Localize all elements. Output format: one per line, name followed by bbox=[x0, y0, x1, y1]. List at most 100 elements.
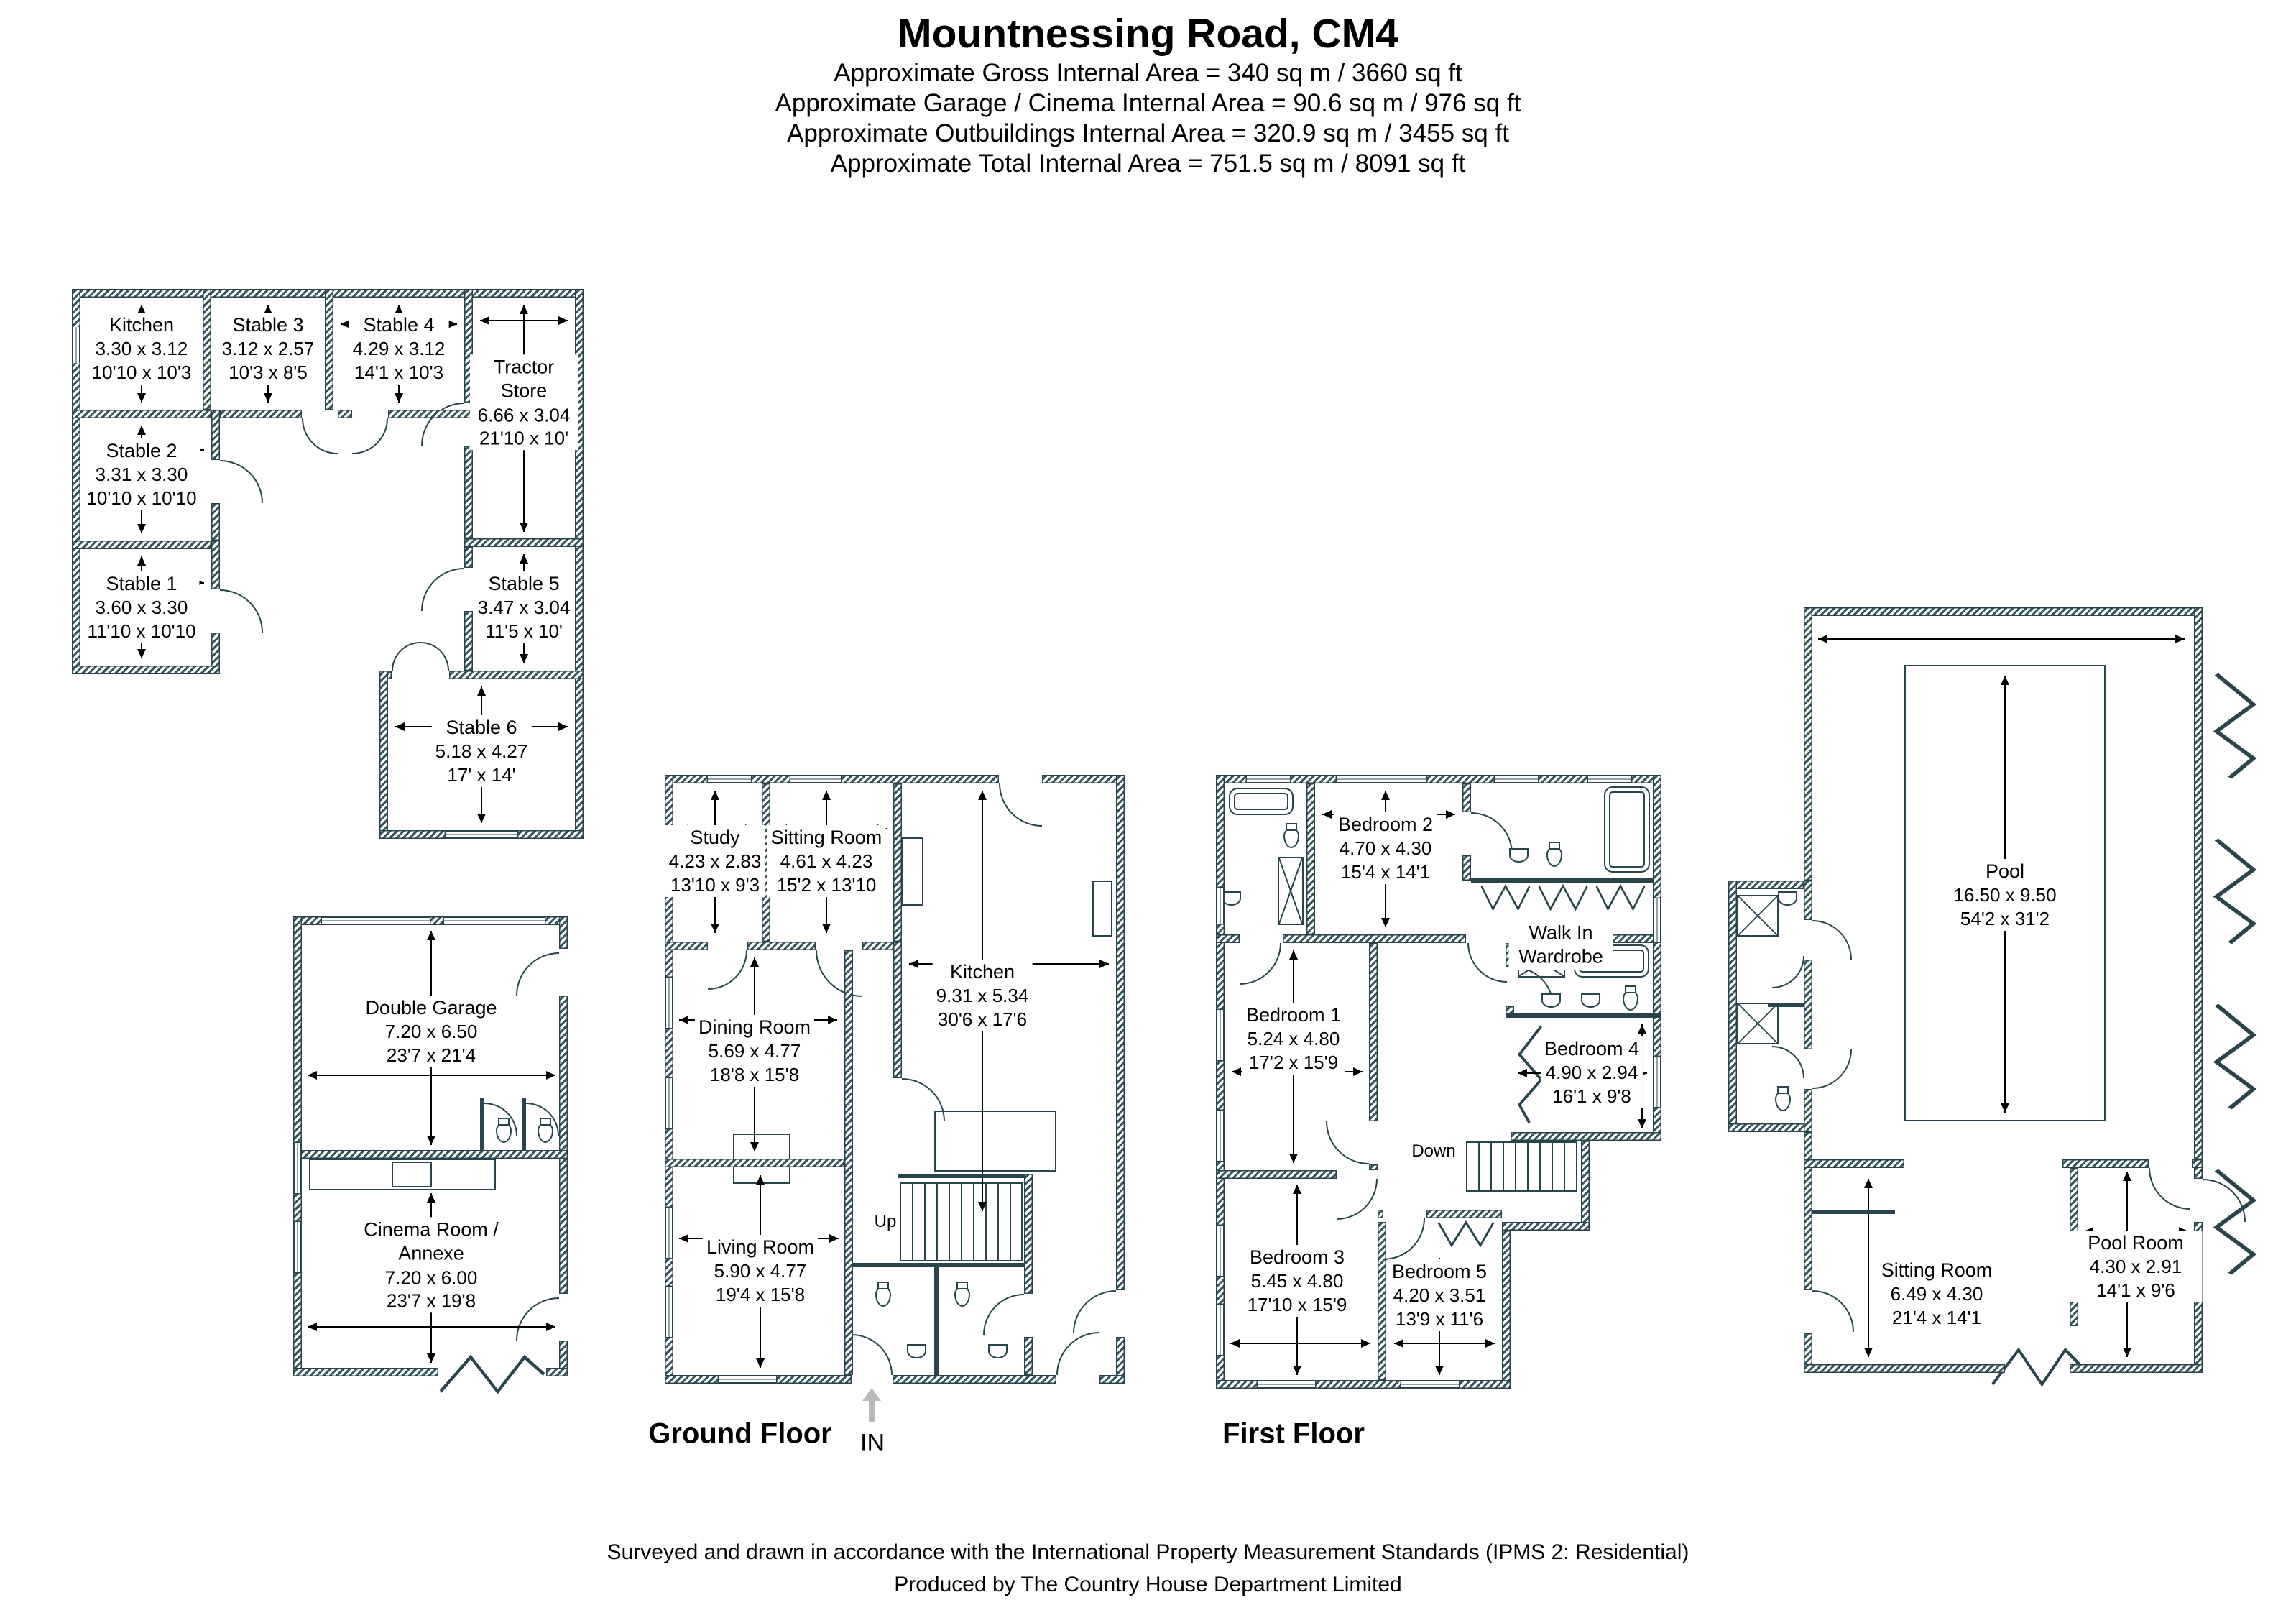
wall bbox=[388, 410, 473, 418]
wall bbox=[1378, 1210, 1383, 1218]
wall bbox=[893, 1375, 1056, 1384]
wall bbox=[665, 1258, 673, 1287]
folding-door-icon bbox=[1480, 884, 1531, 911]
bath-icon bbox=[1604, 786, 1650, 873]
door-arc bbox=[1073, 1290, 1116, 1333]
door-arc bbox=[852, 1334, 893, 1375]
door-arc bbox=[2149, 1168, 2190, 1210]
door-arc bbox=[1467, 943, 1507, 983]
wall bbox=[665, 1375, 719, 1384]
toilet-icon bbox=[875, 1282, 891, 1307]
sink-icon bbox=[1541, 993, 1561, 1008]
door-arc bbox=[708, 950, 747, 990]
wall bbox=[1581, 1141, 1590, 1231]
wall bbox=[893, 942, 902, 1078]
door-arc bbox=[1772, 1046, 1804, 1078]
wall bbox=[1216, 1276, 1225, 1305]
window bbox=[1216, 1226, 1225, 1276]
wall bbox=[211, 633, 220, 674]
wall bbox=[464, 547, 473, 568]
title-block: Mountnessing Road, CM4 Approximate Gross… bbox=[0, 10, 2296, 178]
dimension-arrow bbox=[1818, 635, 2185, 643]
wall bbox=[1116, 775, 1125, 1290]
wall bbox=[1426, 775, 1495, 783]
toilet-icon bbox=[1623, 985, 1638, 1011]
wall bbox=[72, 410, 211, 418]
door-arc bbox=[302, 418, 338, 454]
wall bbox=[480, 1098, 484, 1150]
toilet-icon bbox=[1283, 823, 1299, 848]
shower-icon bbox=[1278, 857, 1304, 925]
wall bbox=[464, 446, 473, 538]
room-label-cinema-annexe: Cinema Room / Annexe 7.20 x 6.00 23'7 x … bbox=[350, 1217, 512, 1313]
wall bbox=[1728, 1123, 1812, 1132]
room-label-walk-in-wardrobe: Walk In Wardrobe bbox=[1508, 920, 1613, 970]
sink-icon bbox=[1222, 891, 1241, 906]
room-label-pool-room: Pool Room 4.30 x 2.91 14'1 x 9'6 bbox=[2069, 1231, 2203, 1302]
entrance-label: IN bbox=[860, 1429, 885, 1457]
wall bbox=[665, 1159, 844, 1167]
door-arc bbox=[1471, 812, 1513, 854]
wall bbox=[893, 783, 902, 942]
wall bbox=[1216, 1170, 1337, 1179]
dimension-arrow bbox=[1394, 1339, 1495, 1348]
folding-door-icon bbox=[2213, 1169, 2257, 1275]
room-label-dining-room: Dining Room 5.69 x 4.77 18'8 x 15'8 bbox=[694, 1015, 815, 1087]
wall bbox=[379, 671, 388, 839]
window bbox=[1216, 888, 1225, 924]
wall bbox=[751, 775, 790, 783]
stairs-up-label: Up bbox=[872, 1212, 899, 1232]
wall bbox=[1283, 934, 1466, 943]
wall bbox=[449, 671, 584, 679]
appliance-icon bbox=[1092, 881, 1112, 937]
folding-door-icon bbox=[2213, 1003, 2257, 1110]
folding-door-icon bbox=[1991, 1347, 2083, 1387]
wall bbox=[338, 410, 352, 418]
folding-door-icon bbox=[1595, 884, 1646, 911]
wall bbox=[559, 996, 568, 1294]
wall bbox=[1812, 1210, 1895, 1214]
wall bbox=[776, 1375, 852, 1384]
area-outbuildings: Approximate Outbuildings Internal Area =… bbox=[787, 119, 1509, 147]
wall bbox=[1471, 878, 1653, 883]
wall bbox=[1378, 1222, 1386, 1380]
room-label-stable-6: Stable 6 5.18 x 4.27 17' x 14' bbox=[431, 715, 532, 787]
door-arc bbox=[983, 1294, 1024, 1335]
sink-icon bbox=[907, 1344, 926, 1358]
wall bbox=[1290, 775, 1337, 783]
wall bbox=[665, 1028, 673, 1078]
wall bbox=[1462, 855, 1471, 881]
wall bbox=[1804, 1132, 1812, 1290]
wall bbox=[1426, 1210, 1502, 1218]
wall bbox=[1216, 1380, 1258, 1389]
room-label-bedroom-2: Bedroom 2 4.70 x 4.30 15'4 x 14'1 bbox=[1334, 812, 1437, 884]
wall bbox=[1653, 775, 1661, 898]
door-arc bbox=[1056, 1332, 1099, 1375]
wall bbox=[464, 538, 584, 547]
wall bbox=[1216, 1060, 1225, 1111]
room-label-bedroom-1: Bedroom 1 5.24 x 4.80 17'2 x 15'9 bbox=[1242, 1003, 1345, 1075]
door-arc bbox=[421, 568, 464, 611]
wall bbox=[1462, 783, 1471, 812]
folding-door-icon bbox=[2213, 673, 2257, 779]
window bbox=[293, 1222, 302, 1272]
wall bbox=[853, 1263, 1024, 1267]
wall bbox=[1116, 1337, 1125, 1384]
wall bbox=[72, 666, 220, 674]
stairs-icon bbox=[1466, 1141, 1577, 1192]
wall bbox=[211, 410, 220, 460]
folding-door-icon bbox=[1538, 884, 1588, 911]
wall bbox=[1042, 775, 1125, 783]
window bbox=[1258, 1380, 1315, 1389]
door-arc bbox=[1337, 1179, 1378, 1220]
wall bbox=[1804, 607, 1812, 881]
room-label-bedroom-4: Bedroom 4 4.90 x 2.94 16'1 x 9'8 bbox=[1540, 1036, 1643, 1108]
wall bbox=[934, 1267, 939, 1375]
door-arc bbox=[420, 642, 449, 671]
door-arc bbox=[1812, 920, 1852, 960]
door-arc bbox=[999, 783, 1042, 827]
area-total: Approximate Total Internal Area = 751.5 … bbox=[830, 150, 1466, 178]
room-label-double-garage: Double Garage 7.20 x 6.50 23'7 x 21'4 bbox=[361, 996, 501, 1067]
window bbox=[665, 1208, 673, 1258]
room-label-tractor-store: Tractor Store 6.66 x 3.04 21'10 x 10' bbox=[470, 354, 578, 451]
